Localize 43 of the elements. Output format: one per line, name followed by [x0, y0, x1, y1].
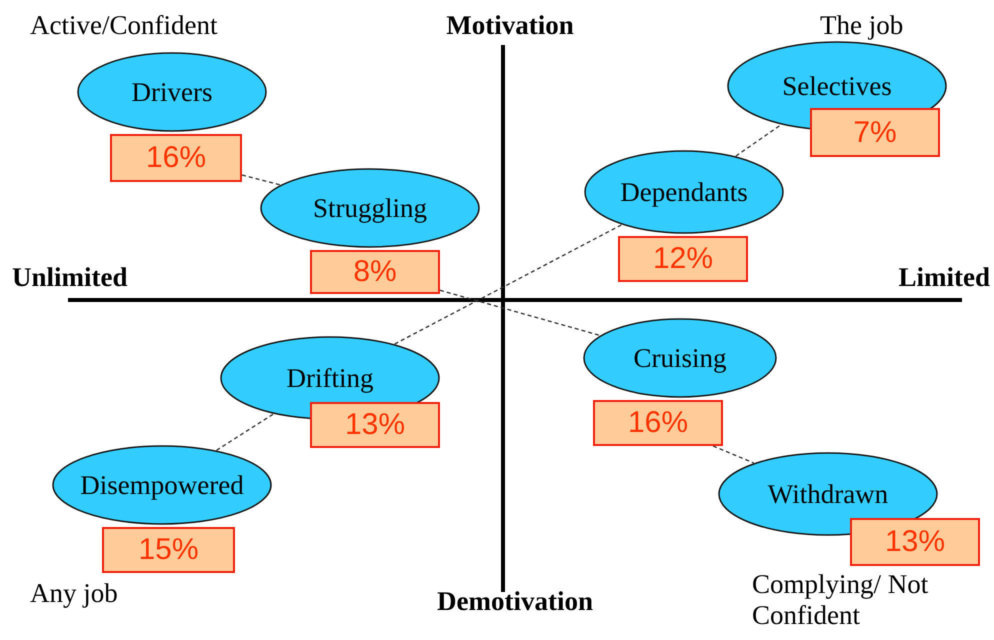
axis-label: Unlimited [12, 262, 129, 293]
percentage-value: 15% [138, 533, 199, 567]
dashed-line [440, 290, 600, 336]
percentage-box [593, 400, 723, 446]
corner-label: Active/Confident [30, 10, 218, 41]
axis-label: Demotivation [436, 586, 594, 617]
segment-name: Withdrawn [768, 478, 888, 510]
percentage-box [310, 402, 440, 448]
segment-name: Cruising [633, 342, 726, 374]
percentage-box [850, 518, 980, 566]
percentage-box [110, 134, 242, 182]
segment-name: Disempowered [80, 470, 244, 500]
segment-ellipse [583, 318, 777, 398]
percentage-value: 16% [146, 141, 206, 175]
segment-name: Struggling [312, 192, 427, 224]
percentage-value: 8% [353, 255, 397, 289]
dashed-line [712, 445, 754, 464]
axis-label: Motivation [445, 10, 575, 41]
segment-ellipse [584, 150, 784, 234]
segment-name: Drivers [132, 76, 212, 108]
segment-ellipse [260, 168, 480, 248]
dashed-line [394, 224, 622, 345]
dashed-line [216, 413, 274, 451]
segment-name: Drifting [286, 362, 374, 394]
segment-ellipse [52, 445, 272, 525]
segment-ellipse [77, 52, 267, 132]
percentage-value: 7% [853, 116, 897, 150]
percentage-box [310, 250, 440, 294]
percentage-box [102, 527, 235, 573]
percentage-value: 13% [344, 408, 406, 442]
percentage-box [810, 108, 940, 157]
percentage-value: 16% [628, 406, 688, 440]
dashed-line [242, 174, 280, 186]
segment-name: Selectives [782, 70, 892, 102]
percentage-value: 13% [884, 525, 946, 559]
percentage-value: 12% [652, 242, 714, 276]
dashed-line [735, 124, 782, 157]
segment-name: Dependants [620, 176, 748, 208]
corner-label: Complying/ Not Confident [752, 569, 930, 631]
corner-label: The job [820, 10, 904, 41]
axis-label: Limited [898, 262, 990, 293]
corner-label: Any job [30, 578, 119, 609]
percentage-box [618, 236, 748, 282]
